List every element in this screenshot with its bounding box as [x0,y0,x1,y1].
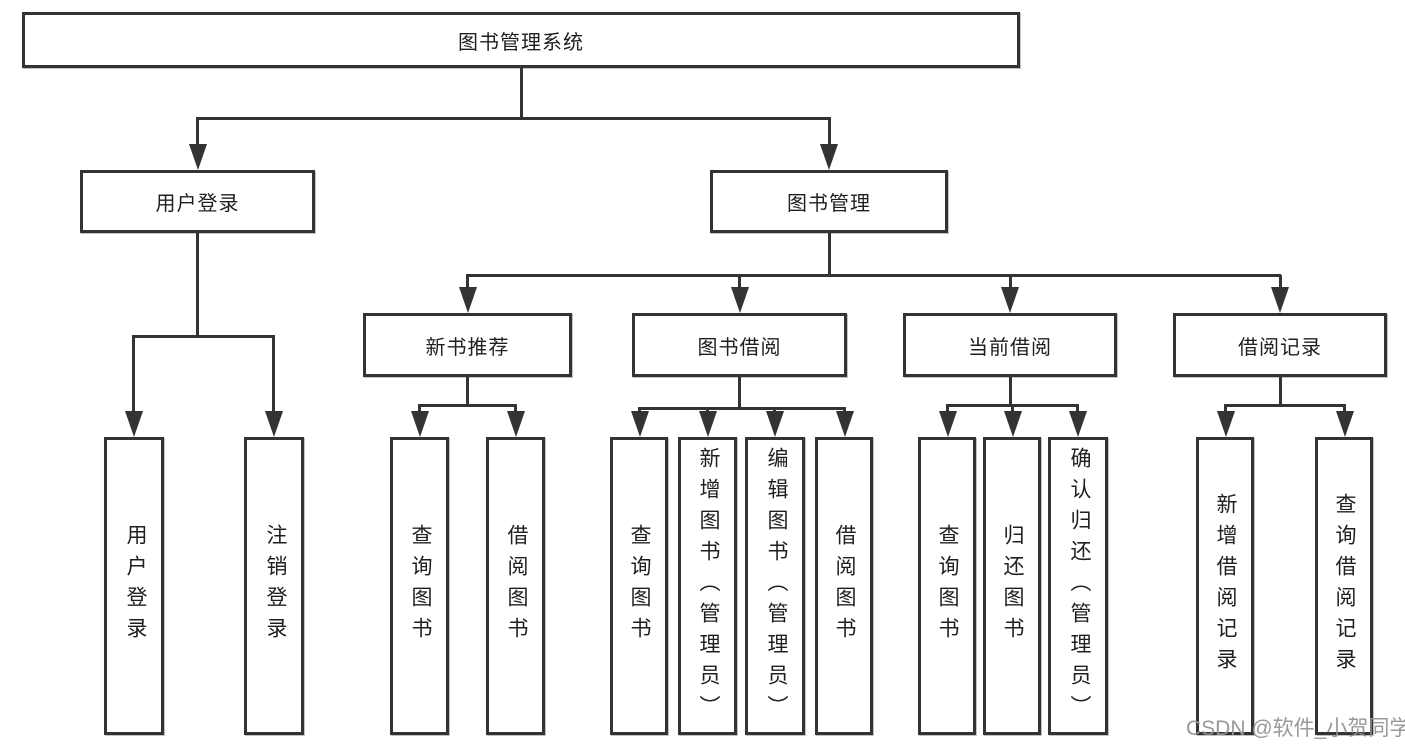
node-book-management: 图书管理 [710,170,948,233]
arrowhead [835,411,854,437]
connector-root-hline [196,116,831,120]
leaf-query-borrow-record: 查询借阅记录 [1315,437,1373,735]
connector-newbook-hline [418,403,517,407]
arrowhead [820,144,838,170]
leaf-query-books-2: 查询图书 [610,437,668,735]
connector-stem [132,336,135,411]
connector-borrowrecords-vline [1278,377,1282,405]
connector-newbook-vline [466,377,469,405]
connector-stem [418,405,421,411]
connector-stem [196,118,199,146]
leaf-query-books-1: 查询图书 [390,437,449,735]
connector-root-vline [519,68,523,118]
arrowhead [458,287,477,313]
connector-stem [514,405,517,411]
node-book-borrow: 图书借阅 [632,313,847,377]
arrowhead [1271,287,1289,313]
connector-stem [1076,405,1079,411]
leaf-edit-books-admin: 编辑图书（管理员） [745,437,805,735]
node-user-login: 用户登录 [80,170,315,233]
leaf-user-login: 用户登录 [104,437,164,735]
arrowhead [1216,411,1235,437]
connector-stem [946,405,949,411]
connector-userlogin-hline [132,334,275,338]
connector-stem [466,275,469,287]
leaf-return-books: 归还图书 [983,437,1041,735]
arrowhead [630,411,649,437]
leaf-borrow-books-1: 借阅图书 [486,437,545,735]
connector-userlogin-vline [196,233,199,336]
node-current-borrow: 当前借阅 [903,313,1117,377]
connector-stem [827,118,831,146]
arrowhead [1068,411,1087,437]
connector-stem [738,275,741,287]
connector-stem [272,336,275,411]
connector-stem [706,408,709,411]
connector-bookmgmt-hline [466,273,1281,277]
leaf-add-borrow-record: 新增借阅记录 [1196,437,1254,735]
arrowhead [1003,411,1022,437]
leaf-query-books-3: 查询图书 [918,437,976,735]
connector-stem [1278,275,1282,287]
connector-stem [1011,405,1014,411]
leaf-add-books-admin: 新增图书（管理员） [678,437,737,735]
arrowhead [188,144,207,170]
connector-currentborrow-vline [1008,377,1012,405]
arrowhead [506,411,525,437]
node-root: 图书管理系统 [22,12,1020,68]
arrowhead [730,287,749,313]
arrowhead [264,411,283,437]
connector-bookborrow-hline [638,406,846,410]
node-new-book-recommend: 新书推荐 [363,313,572,377]
arrowhead [410,411,429,437]
arrowhead [1335,411,1354,437]
connector-stem [638,408,641,411]
connector-stem [773,408,776,411]
arrowhead [124,411,143,437]
connector-bookborrow-vline [738,377,741,408]
leaf-confirm-return-admin: 确认归还（管理员） [1048,437,1108,735]
arrowhead [698,411,717,437]
connector-bookmgmt-vline [827,233,831,275]
csdn-watermark: CSDN @软件_小贺同学 [1186,717,1405,740]
leaf-logout: 注销登录 [244,437,304,735]
arrowhead [938,411,957,437]
connector-stem [843,408,846,411]
arrowhead [1001,287,1019,313]
connector-borrowrecords-hline [1224,403,1346,407]
node-borrow-records: 借阅记录 [1173,313,1387,377]
leaf-borrow-books-2: 借阅图书 [815,437,873,735]
connector-stem [1343,405,1346,411]
arrowhead [765,411,784,437]
connector-stem [1224,405,1227,411]
connector-stem [1008,275,1012,287]
